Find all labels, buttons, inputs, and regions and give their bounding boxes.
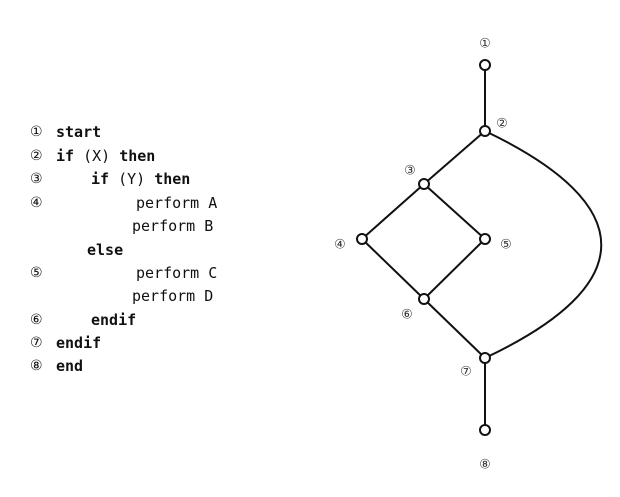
code-text: perform C bbox=[136, 263, 217, 283]
code-token: perform C bbox=[136, 264, 218, 282]
node-3 bbox=[418, 178, 430, 190]
edge-3-5 bbox=[423, 183, 486, 240]
node-1 bbox=[479, 59, 491, 71]
code-text: perform B bbox=[132, 216, 213, 236]
keyword: if bbox=[91, 170, 110, 188]
line-number-marker: ④ bbox=[30, 195, 43, 211]
edge-2-3 bbox=[423, 130, 486, 185]
edge-5-6 bbox=[423, 238, 486, 300]
code-text: if (Y) then bbox=[91, 169, 190, 189]
keyword: endif bbox=[56, 334, 102, 352]
node-8 bbox=[479, 424, 491, 436]
node-label-6: ⑥ bbox=[401, 308, 413, 323]
node-7 bbox=[479, 352, 491, 364]
edge-6-7 bbox=[423, 298, 486, 359]
node-2 bbox=[479, 125, 491, 137]
node-5 bbox=[479, 233, 491, 245]
line-number-marker: ③ bbox=[30, 171, 43, 187]
node-label-7: ⑦ bbox=[460, 365, 472, 380]
node-label-4: ④ bbox=[334, 238, 346, 253]
line-number-marker: ⑥ bbox=[30, 312, 43, 328]
code-text: start bbox=[56, 122, 101, 142]
edge-2-7 bbox=[484, 130, 602, 359]
code-text: perform D bbox=[132, 286, 213, 306]
code-token: (X) bbox=[74, 147, 120, 165]
line-number-marker: ① bbox=[30, 124, 43, 140]
node-label-2: ② bbox=[496, 117, 508, 132]
keyword: then bbox=[119, 147, 156, 165]
node-label-5: ⑤ bbox=[500, 238, 512, 253]
line-number-marker: ⑧ bbox=[30, 358, 43, 374]
keyword: end bbox=[56, 357, 84, 375]
code-text: endif bbox=[91, 310, 136, 330]
keyword: start bbox=[56, 123, 102, 141]
code-text: perform A bbox=[136, 193, 217, 213]
edge-3-4 bbox=[361, 183, 425, 240]
node-label-3: ③ bbox=[404, 164, 416, 179]
code-token: perform D bbox=[132, 287, 214, 305]
line-number-marker: ⑤ bbox=[30, 265, 43, 281]
node-label-1: ① bbox=[479, 37, 491, 52]
line-number-marker: ② bbox=[30, 148, 43, 164]
keyword: then bbox=[154, 170, 191, 188]
node-4 bbox=[356, 233, 368, 245]
code-token: (Y) bbox=[109, 170, 155, 188]
node-6 bbox=[418, 293, 430, 305]
code-token: perform A bbox=[136, 194, 218, 212]
code-text: endif bbox=[56, 333, 101, 353]
line-number-marker: ⑦ bbox=[30, 335, 43, 351]
node-label-8: ⑧ bbox=[479, 458, 491, 473]
keyword: endif bbox=[91, 311, 137, 329]
keyword: else bbox=[87, 241, 124, 259]
edge-4-6 bbox=[361, 238, 425, 300]
code-text: else bbox=[87, 240, 123, 260]
keyword: if bbox=[56, 147, 75, 165]
code-text: end bbox=[56, 356, 83, 376]
code-token: perform B bbox=[132, 217, 214, 235]
code-text: if (X) then bbox=[56, 146, 155, 166]
